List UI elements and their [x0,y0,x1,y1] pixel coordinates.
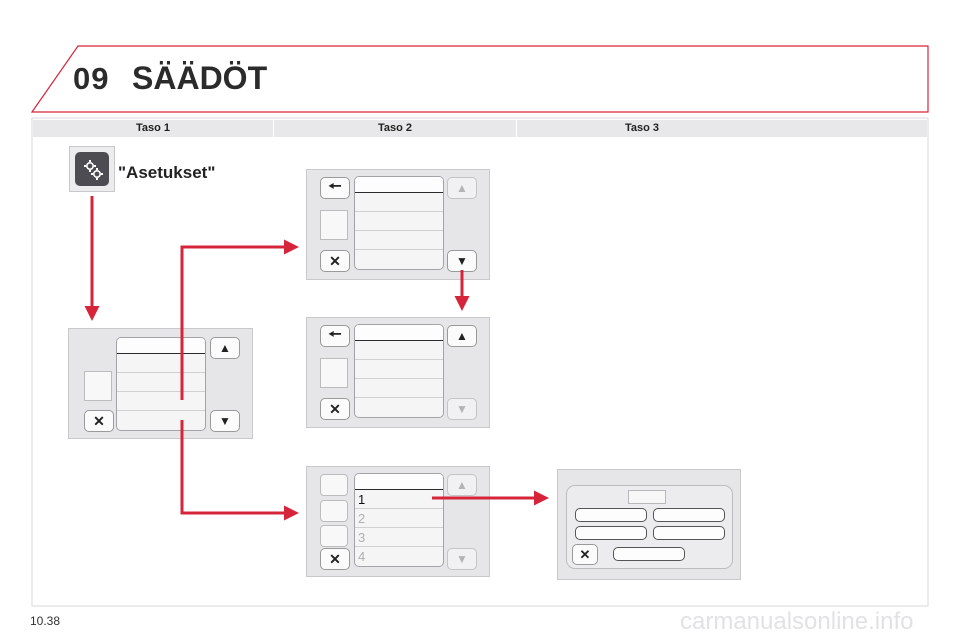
list-header [355,177,443,193]
close-button[interactable]: ✕ [84,410,114,432]
gear-icon [84,160,103,180]
chapter-number: 09 [73,61,110,96]
list-item[interactable] [117,354,205,373]
menu-list [354,176,444,270]
list-item[interactable]: 1 [355,490,443,509]
list-item[interactable]: 4 [358,549,366,564]
page-number: 10.38 [30,614,61,628]
list-item[interactable] [355,360,443,379]
close-button[interactable]: ✕ [320,548,350,570]
empty-button[interactable] [320,358,348,388]
list-item[interactable] [355,398,443,417]
list-item[interactable] [117,392,205,411]
page-title: SÄÄDÖT [132,60,268,96]
screen-level-2-c: 1 2 3 4 ▲ ✕ ▼ [306,466,490,577]
down-button[interactable]: ▼ [447,250,477,272]
screen-level-2-b: 🠔 ▲ ✕ ▼ [306,317,490,428]
numbered-list: 1 2 3 4 [354,473,444,567]
list-item[interactable]: 3 [355,528,443,547]
dialog-option-button[interactable] [575,508,647,522]
list-item[interactable] [355,341,443,360]
screen-level-1: ▲ ✕ ▼ [68,328,253,439]
option-button[interactable] [320,525,348,547]
list-item[interactable] [355,212,443,231]
list-item[interactable] [117,411,205,430]
close-button[interactable]: ✕ [320,250,350,272]
up-button[interactable]: ▲ [210,337,240,359]
settings-label: "Asetukset" [118,163,216,182]
empty-button[interactable] [320,210,348,240]
dialog-option-button[interactable] [653,526,725,540]
up-button[interactable]: ▲ [447,474,477,496]
list-item[interactable] [117,373,205,392]
up-button[interactable]: ▲ [447,177,477,199]
list-item[interactable] [355,379,443,398]
list-item[interactable]: 2 [355,509,443,528]
dialog-title-field [628,490,666,504]
column-header-level-1: Taso 1 [135,122,171,134]
list-header [355,474,443,490]
down-button[interactable]: ▼ [447,548,477,570]
close-button[interactable]: ✕ [320,398,350,420]
empty-button[interactable] [84,371,112,401]
screen-level-3: ✕ [557,469,741,580]
list-header [117,338,205,354]
dialog-confirm-button[interactable] [613,547,685,561]
menu-list [354,324,444,418]
back-button[interactable]: 🠔 [320,177,350,199]
column-header-bar [33,120,927,137]
list-header [355,325,443,341]
watermark: carmanualsonline.info [680,608,914,635]
menu-list [116,337,206,431]
down-button[interactable]: ▼ [447,398,477,420]
list-item[interactable] [355,231,443,250]
column-header-level-3: Taso 3 [624,122,660,134]
list-item[interactable] [355,193,443,212]
close-button[interactable]: ✕ [572,544,598,565]
settings-app-icon[interactable] [69,146,115,192]
column-header-level-2: Taso 2 [377,122,413,134]
dialog-option-button[interactable] [575,526,647,540]
option-button[interactable] [320,500,348,522]
down-button[interactable]: ▼ [210,410,240,432]
dialog-option-button[interactable] [653,508,725,522]
list-item[interactable] [355,250,443,269]
back-button[interactable]: 🠔 [320,325,350,347]
option-button[interactable] [320,474,348,496]
up-button[interactable]: ▲ [447,325,477,347]
screen-level-2-a: 🠔 ▲ ✕ ▼ [306,169,490,280]
